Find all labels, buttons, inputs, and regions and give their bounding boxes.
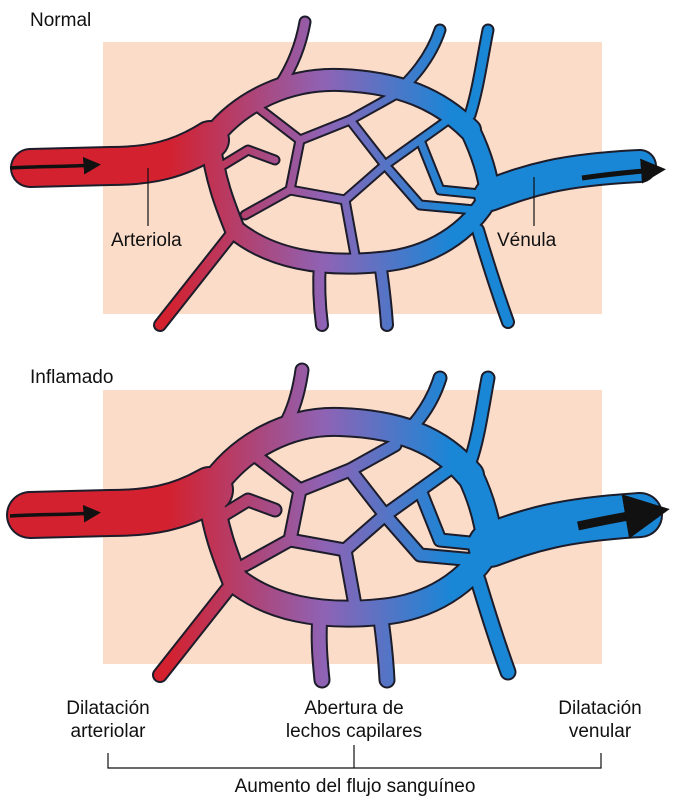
- normal-panel: [10, 22, 656, 325]
- normal-panel-title: Normal: [30, 9, 91, 32]
- blood-flow-increase-label: Aumento del flujo sanguíneo: [180, 775, 530, 798]
- venula-label: Vénula: [497, 229, 556, 252]
- capillary-opening-label: Abertura de lechos capilares: [264, 697, 444, 743]
- venular-dilation-label: Dilatación venular: [530, 697, 670, 743]
- arteriola-label: Arteriola: [111, 229, 182, 252]
- inflamed-panel: [10, 370, 652, 680]
- inflamed-panel-title: Inflamado: [30, 366, 113, 389]
- summary-bracket: [108, 745, 601, 768]
- arteriolar-dilation-label: Dilatación arteriolar: [38, 697, 178, 743]
